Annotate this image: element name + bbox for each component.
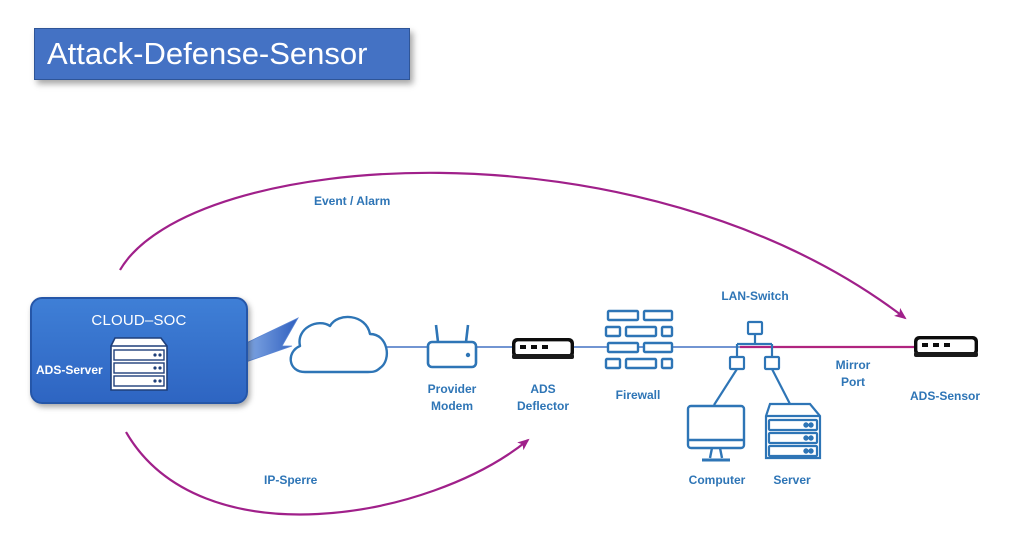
cloud-soc-title: CLOUD–SOC — [91, 312, 187, 329]
computer-label: Computer — [688, 473, 746, 487]
cloud-icon — [289, 315, 389, 374]
switch-icon — [713, 320, 791, 406]
event-alarm-label: Event / Alarm — [314, 194, 391, 208]
firewall-icon — [604, 309, 674, 370]
provider-modem-label: Provider Modem — [427, 382, 477, 413]
server-label: Server — [773, 473, 811, 487]
ads-sensor-label: ADS-Sensor — [909, 389, 980, 403]
cloud-soc-box: CLOUD–SOC ADS-Server — [30, 297, 248, 404]
ip-sperre-label: IP-Sperre — [264, 473, 318, 487]
ads-deflector-label: ADS Deflector — [516, 382, 569, 413]
firewall-label: Firewall — [615, 388, 661, 402]
ads-server-label: ADS-Server — [36, 363, 103, 377]
ads-sensor-icon — [914, 336, 978, 357]
appliance-icon — [512, 338, 574, 359]
ads-server-icon — [110, 337, 168, 391]
server-icon — [764, 402, 822, 460]
event-alarm-arrow — [119, 171, 907, 320]
ip-sperre-arrow — [125, 431, 530, 516]
lan-switch-label: LAN-Switch — [721, 289, 789, 303]
mirror-port-label: Mirror Port — [835, 358, 871, 389]
router-icon — [426, 324, 478, 369]
computer-icon — [686, 404, 746, 462]
page-title: Attack-Defense-Sensor — [34, 28, 410, 80]
